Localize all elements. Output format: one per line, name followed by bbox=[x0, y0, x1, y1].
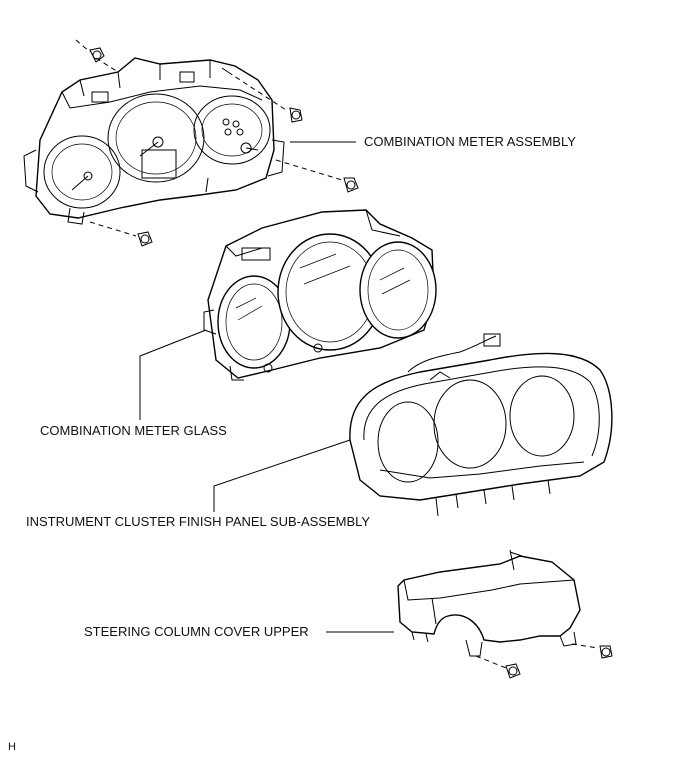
screw-icon bbox=[343, 177, 359, 193]
corner-mark: H bbox=[8, 741, 16, 753]
combination-meter-assembly bbox=[23, 57, 285, 225]
label-combination-meter-assembly: COMBINATION METER ASSEMBLY bbox=[364, 134, 576, 149]
screw-icon bbox=[505, 663, 521, 679]
screw-icon bbox=[289, 107, 303, 123]
label-combination-meter-glass: COMBINATION METER GLASS bbox=[40, 423, 227, 438]
screw-icon bbox=[137, 231, 153, 247]
column-cover-screws bbox=[475, 643, 613, 679]
meter-assembly-screws bbox=[75, 39, 359, 247]
label-instrument-cluster-finish-panel: INSTRUMENT CLUSTER FINISH PANEL SUB-ASSE… bbox=[26, 514, 371, 529]
leader-lines bbox=[139, 141, 394, 633]
steering-column-cover-upper bbox=[397, 549, 581, 657]
combination-meter-glass bbox=[203, 209, 437, 381]
instrument-cluster-finish-panel bbox=[349, 333, 613, 517]
label-steering-column-cover-upper: STEERING COLUMN COVER UPPER bbox=[84, 624, 309, 639]
screw-icon bbox=[89, 47, 105, 63]
screw-icon bbox=[599, 645, 613, 659]
